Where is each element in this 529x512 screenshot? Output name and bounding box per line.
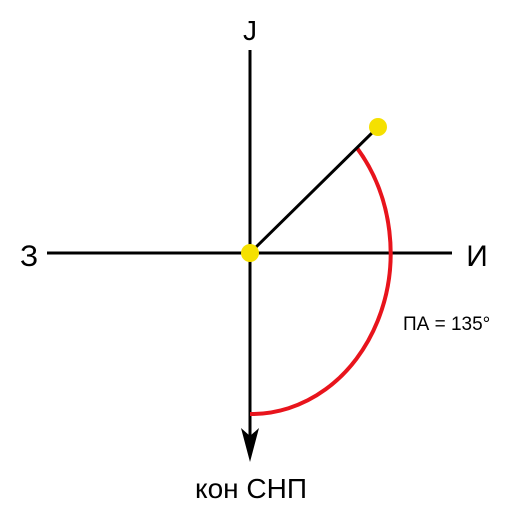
east-label: И xyxy=(466,240,488,273)
south-arrow-icon xyxy=(241,428,259,462)
center-point xyxy=(241,244,259,262)
angle-arc xyxy=(249,146,393,417)
west-label: З xyxy=(20,240,38,273)
south-label: кон СНП xyxy=(195,473,307,504)
companion-point xyxy=(369,118,387,136)
north-label: J xyxy=(243,15,257,46)
angle-label: ПА = 135° xyxy=(403,314,490,335)
radius-line xyxy=(248,125,380,255)
